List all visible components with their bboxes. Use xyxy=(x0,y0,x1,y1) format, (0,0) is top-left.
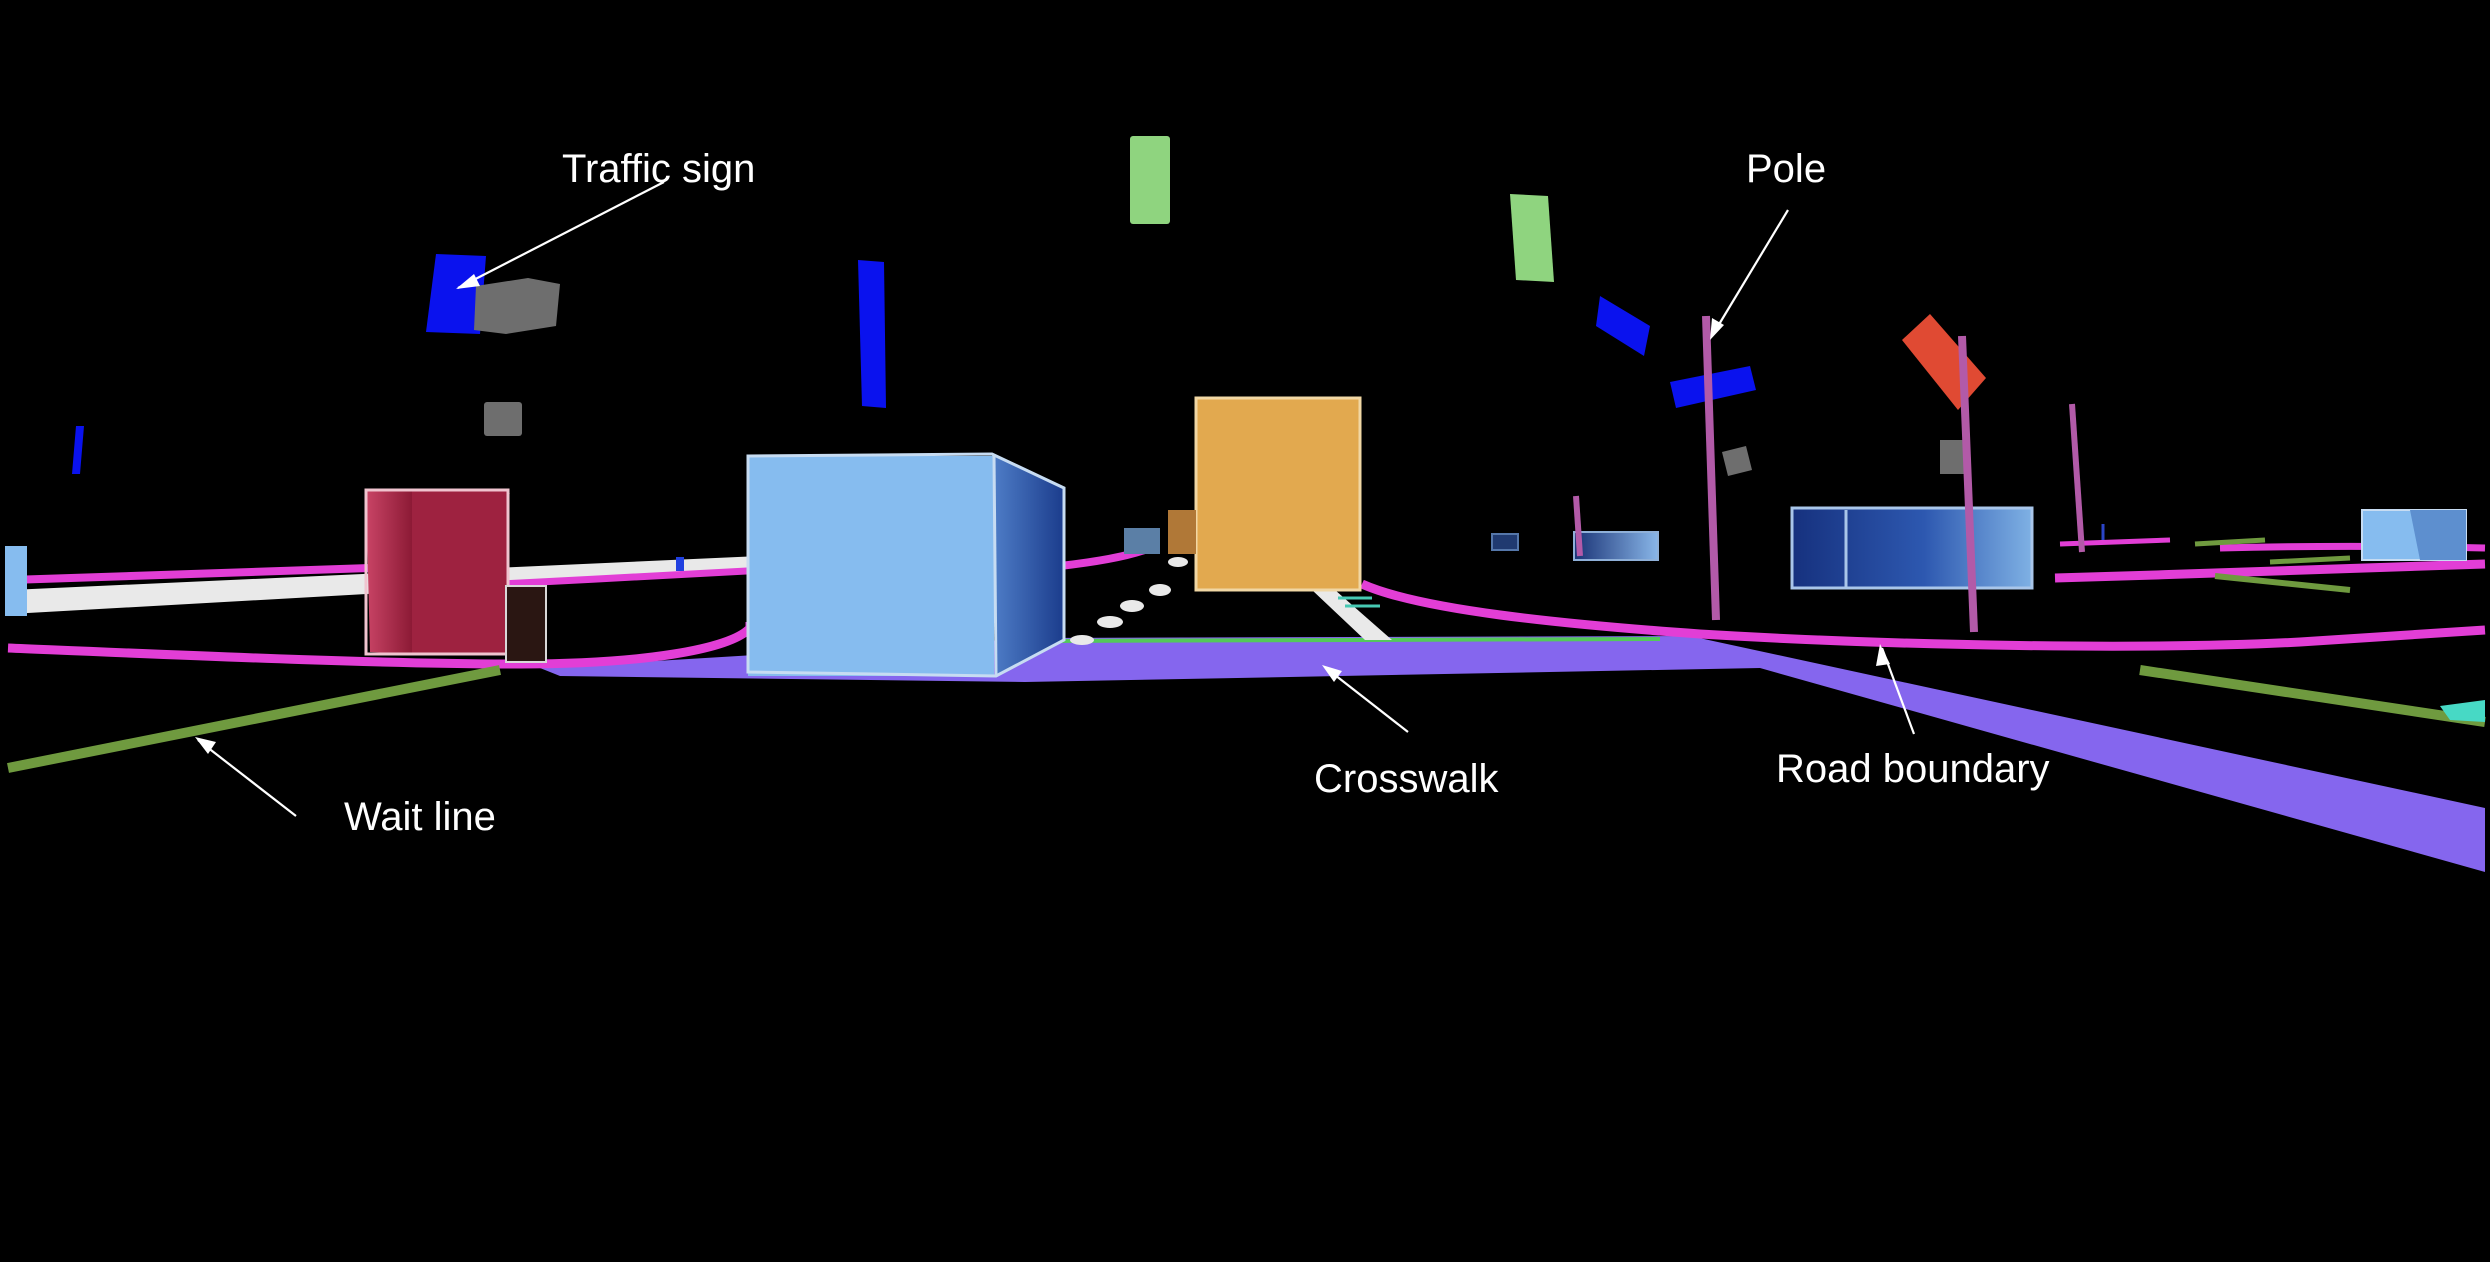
road-boundary-left-lower xyxy=(7,622,755,669)
arrow-crosswalk xyxy=(1325,667,1409,733)
pole-main xyxy=(1702,315,1720,621)
crosswalk-edge xyxy=(1039,637,1661,643)
light-blue-box-outline xyxy=(746,452,1066,678)
label-wait-line: Wait line xyxy=(344,795,496,839)
crosswalk-region xyxy=(540,636,2485,872)
arrow-traffic-sign xyxy=(457,181,665,289)
road-boundary-left-upper xyxy=(9,564,371,584)
traffic-sign-on-pole xyxy=(1670,366,1756,408)
label-road-boundary: Road boundary xyxy=(1776,747,2050,791)
annotation-traffic-sign: Traffic sign xyxy=(456,147,755,289)
crimson-box-front xyxy=(366,490,412,654)
crimson-box-outline xyxy=(364,488,510,656)
gray-box-left xyxy=(484,402,522,436)
wait-line-right-b xyxy=(2214,573,2351,593)
traffic-sign-main xyxy=(426,254,486,334)
light-blue-box-side xyxy=(992,454,1064,676)
traffic-sign-small-left xyxy=(72,426,84,474)
annotation-pole: Pole xyxy=(1710,147,1826,340)
traffic-light-right xyxy=(1510,194,1554,282)
traffic-sign-angled xyxy=(1596,296,1650,356)
arrowhead-road-boundary xyxy=(1876,644,1890,666)
left-edge-box xyxy=(5,546,27,616)
teal-marker xyxy=(2440,700,2485,722)
light-blue-box-front xyxy=(748,456,994,676)
stop-band xyxy=(1312,590,1392,640)
arrowhead-traffic-sign xyxy=(456,274,480,289)
orange-box-small xyxy=(1168,510,1196,554)
distant-box-b xyxy=(1573,531,1659,561)
wait-line-far xyxy=(2194,537,2266,547)
label-pole: Pole xyxy=(1746,147,1826,191)
arrow-wait-line xyxy=(197,739,297,817)
dark-brown-box xyxy=(505,585,547,663)
gray-blue-box xyxy=(1124,528,1160,554)
annotation-road-boundary: Road boundary xyxy=(1776,644,2050,791)
orange-box xyxy=(1194,396,1362,592)
sidewalk-marker xyxy=(676,557,684,571)
arrow-pole xyxy=(1711,209,1789,337)
distant-box-a xyxy=(1491,533,1519,551)
dark-blue-box xyxy=(1790,506,2034,590)
arrowhead-crosswalk xyxy=(1322,665,1342,682)
annotation-wait-line: Wait line xyxy=(195,737,496,839)
small-lane-lines xyxy=(1338,596,1380,608)
label-crosswalk: Crosswalk xyxy=(1314,757,1499,801)
gray-box-pole xyxy=(1722,446,1752,476)
lane-dashes xyxy=(1070,557,1188,645)
road-boundary-right xyxy=(1360,579,2486,651)
wait-line-left xyxy=(7,665,501,773)
pole-far-right xyxy=(2069,403,2085,553)
pole-short xyxy=(1573,495,1583,557)
pole-red-sign xyxy=(1958,335,1978,633)
arrowhead-pole xyxy=(1710,318,1724,340)
wait-line-right-a xyxy=(2139,665,2486,727)
arrowhead-wait-line xyxy=(195,737,216,754)
crimson-box-side xyxy=(412,490,508,654)
road-boundary-far-right-a xyxy=(2054,559,2486,583)
gray-box-right xyxy=(1940,440,1964,474)
traffic-light-center xyxy=(1130,136,1170,224)
road-boundary-far-right-c xyxy=(2059,537,2171,547)
gray-box-near-sign xyxy=(474,278,560,334)
light-blue-box-edge xyxy=(992,455,998,677)
annotation-crosswalk: Crosswalk xyxy=(1314,665,1499,801)
wait-line-right-c xyxy=(2269,555,2351,565)
traffic-sign-tall xyxy=(858,260,886,408)
far-right-box-side xyxy=(2410,510,2466,560)
